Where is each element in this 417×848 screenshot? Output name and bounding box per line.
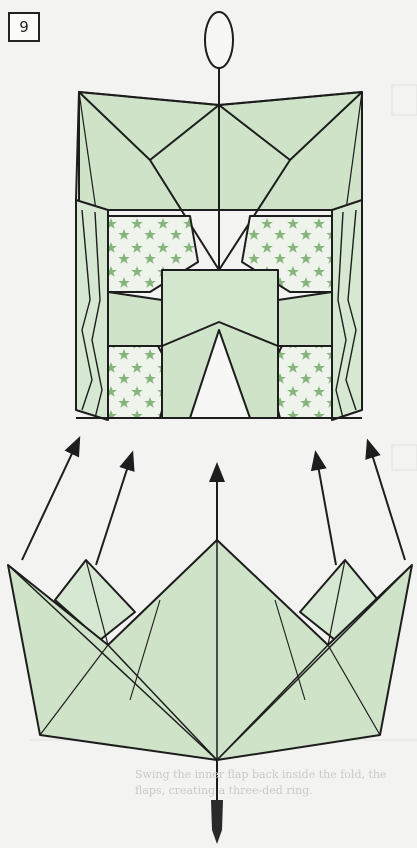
- left-wedge: [108, 292, 162, 346]
- step-number-box: 9: [8, 12, 40, 42]
- step-number: 9: [19, 18, 29, 36]
- model-top-loop: [205, 12, 233, 68]
- left-pleats: [76, 200, 108, 420]
- right-wedge: [278, 292, 332, 346]
- arrow-far-left: [22, 445, 76, 560]
- arrow-far-right: [370, 448, 405, 560]
- bleed-text-line-2: flaps, creating a three-ded ring.: [135, 784, 313, 797]
- bleed-text-line-1: Swing the inner flap back inside the fol…: [135, 768, 387, 781]
- push-arrow-tail: [211, 800, 223, 844]
- arrow-left: [96, 460, 130, 565]
- arrow-right: [317, 460, 336, 565]
- bottom-unfolded-model: [8, 540, 412, 760]
- top-back-panel: [79, 92, 362, 210]
- top-folded-model: [76, 12, 362, 420]
